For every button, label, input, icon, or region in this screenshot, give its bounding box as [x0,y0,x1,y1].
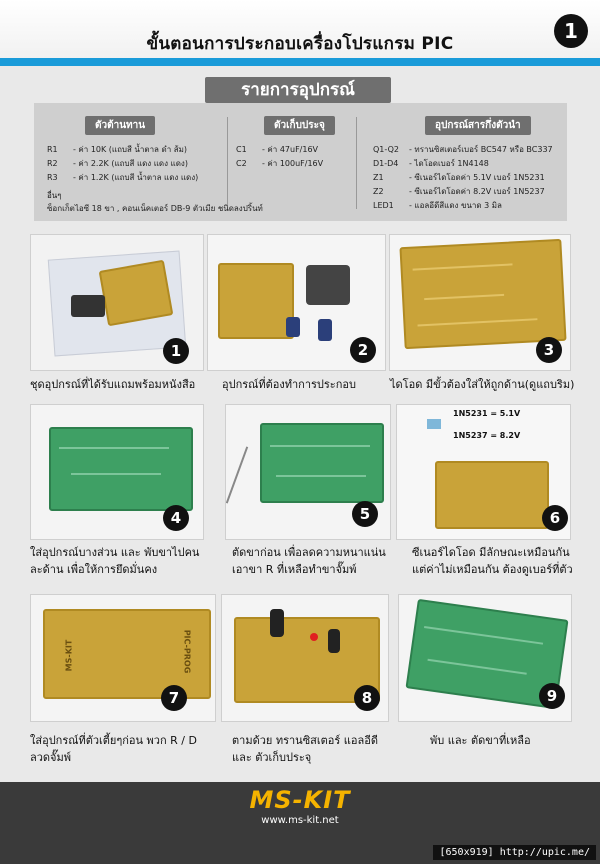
pcb-board-label: MS-KIT [64,639,74,672]
db9-connector [71,295,105,317]
other-parts: อื่นๆ ซ็อกเก็ตไอซี 18 ขา , คอนเน็คเตอร์ … [47,189,263,215]
step-photo-6: 1N5231 = 5.1V 1N5237 = 8.2V 6 [396,404,571,540]
step-photo-1: 1 [30,234,204,371]
semiconductor-row: D1-D4- ไดโอดเบอร์ 1N4148 [373,159,489,168]
pcb-board [98,259,174,327]
header-bar: ขั้นตอนการประกอบเครื่องโปรแกรม PIC 1 [0,0,600,66]
semiconductor-row: LED1- แอลอีดีสีแดง ขนาด 3 มิล [373,201,502,210]
pcb-board [260,423,384,503]
step-photo-3: 3 [389,234,571,371]
step-number-1: 1 [163,338,189,364]
pcb-board [218,263,294,339]
pcb-board [435,461,549,529]
step-photo-4: 4 [30,404,204,540]
step-photo-8: 8 [221,594,389,722]
step-photo-5: 5 [225,404,391,540]
pcb-board: MS-KIT PIC-PROG [43,609,211,699]
capacitor-row: C1- ค่า 47uF/16V [236,145,319,154]
step-number-7: 7 [161,685,187,711]
step-number-3: 3 [536,337,562,363]
step-photo-2: 2 [207,234,386,371]
parts-list-title: รายการอุปกรณ์ [205,77,391,103]
step-photo-9: 9 [398,594,572,722]
pcb-board [49,427,193,511]
step-photo-7: MS-KIT PIC-PROG 7 [30,594,216,722]
pcb-board [399,238,567,350]
semiconductors-heading: อุปกรณ์สารกึ่งตัวนำ [425,116,531,135]
step-number-9: 9 [539,683,565,709]
zener-label-z2: 1N5237 = 8.2V [453,431,521,440]
pcb-model-label: PIC-PROG [182,629,192,674]
capacitor [318,319,332,341]
step-caption-4: ใส่อุปกรณ์บางส่วน และ พับขาไปคนละด้าน เพ… [30,546,200,576]
brand-logo: MS-KIT [249,786,351,814]
page-title: ขั้นตอนการประกอบเครื่องโปรแกรม PIC [146,34,454,54]
resistor-row: R3- ค่า 1.2K (แถบสี น้ำตาล แดง แดง) [47,173,199,182]
capacitors-column: ตัวเก็บประจุ C1- ค่า 47uF/16V C2- ค่า 10… [236,113,335,171]
semiconductors-column: อุปกรณ์สารกึ่งตัวนำ Q1-Q2- ทรานซิสเตอร์เ… [373,113,553,213]
column-divider [227,117,228,209]
step-caption-3: ไดโอด มีขั้วต้องใส่ให้ถูกด้าน(ดูแถบริม) [390,378,575,391]
capacitor-row: C2- ค่า 100uF/16V [236,159,324,168]
image-host-credit[interactable]: [650x919] http://upic.me/ [433,845,596,860]
step-number-2: 2 [350,337,376,363]
db9-connector [306,265,350,305]
step-number-8: 8 [354,685,380,711]
step-number-5: 5 [352,501,378,527]
semiconductor-row: Z1- ซีเนอร์ไดโอดค่า 5.1V เบอร์ 1N5231 [373,173,545,182]
resistor-row: R2- ค่า 2.2K (แถบสี แดง แดง แดง) [47,159,188,168]
website-link[interactable]: www.ms-kit.net [261,815,339,826]
step-caption-1: ชุดอุปกรณ์ที่ได้รับแถมพร้อมหนังสือ [30,378,196,391]
other-parts-text: ซ็อกเก็ตไอซี 18 ขา , คอนเน็คเตอร์ DB-9 ต… [47,204,263,213]
led [310,633,318,641]
capacitor [328,629,340,653]
capacitors-heading: ตัวเก็บประจุ [264,116,335,135]
semiconductor-row: Q1-Q2- ทรานซิสเตอร์เบอร์ BC547 หรือ BC33… [373,145,553,154]
step-number-4: 4 [163,505,189,531]
resistors-column: ตัวต้านทาน R1- ค่า 10K (แถบสี น้ำตาล ดำ … [47,113,198,185]
step-number-6: 6 [542,505,568,531]
step-caption-5: ตัดขาก่อน เพื่อลดความหนาแน่นเอาขา R ที่เ… [232,546,386,576]
resistors-heading: ตัวต้านทาน [85,116,156,135]
step-caption-2: อุปกรณ์ที่ต้องทำการประกอบ [222,378,356,391]
semiconductor-row: Z2- ซีเนอร์ไดโอดค่า 8.2V เบอร์ 1N5237 [373,187,545,196]
column-divider [356,117,357,209]
step-caption-6: ซีเนอร์ไดโอด มีลักษณะเหมือนกันแต่ค่าไม่เ… [412,546,573,576]
footer: MS-KIT www.ms-kit.net [0,782,600,864]
parts-list-panel: ตัวต้านทาน R1- ค่า 10K (แถบสี น้ำตาล ดำ … [34,103,567,221]
zener-diode [427,419,441,429]
header-accent-stripe [0,58,600,66]
zener-label-z1: 1N5231 = 5.1V [453,409,521,418]
pcb-board [234,617,380,703]
step-caption-8: ตามด้วย ทรานซิสเตอร์ แอลอีดีและ ตัวเก็บป… [232,734,378,764]
page-number-badge: 1 [554,14,588,48]
wire-lead [226,446,249,504]
step-caption-9: พับ และ ตัดขาที่เหลือ [430,734,531,747]
capacitor [286,317,300,337]
other-parts-label: อื่นๆ [47,191,62,200]
capacitor [270,609,284,637]
resistor-row: R1- ค่า 10K (แถบสี น้ำตาล ดำ ส้ม) [47,145,188,154]
